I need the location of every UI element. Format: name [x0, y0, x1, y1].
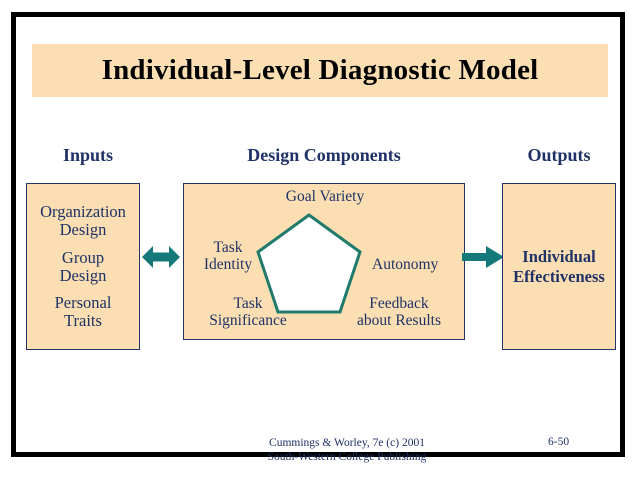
- title-band: Individual-Level Diagnostic Model: [32, 44, 608, 97]
- pentagon-shape: [256, 213, 362, 314]
- input-item-group-design: Group Design: [59, 247, 107, 285]
- outputs-box: Individual Effectiveness: [502, 183, 616, 350]
- input-item-organization-design: Organization Design: [40, 202, 126, 239]
- component-label-goal-variety: Goal Variety: [285, 188, 365, 205]
- footer-page-number: 6-50: [548, 436, 570, 448]
- column-header-inputs: Inputs: [62, 145, 114, 165]
- arrow-inputs-to-design: [142, 244, 180, 270]
- design-components-box: Goal Variety Task Identity Autonomy Task…: [183, 183, 465, 340]
- column-header-design-components: Design Components: [247, 145, 401, 165]
- component-label-task-identity: Task Identity: [203, 239, 253, 273]
- footer-credit: Cummings & Worley, 7e (c) 2001 South-Wes…: [267, 437, 427, 464]
- component-label-task-significance: Task Significance: [209, 295, 287, 329]
- component-label-autonomy: Autonomy: [372, 256, 439, 273]
- slide-frame: [11, 12, 625, 457]
- input-item-personal-traits: Personal Traits: [54, 293, 112, 331]
- page-title: Individual-Level Diagnostic Model: [101, 54, 539, 86]
- outputs-label: Individual Effectiveness: [513, 247, 605, 286]
- arrow-design-to-outputs: [462, 246, 504, 268]
- inputs-box: Organization Design Group Design Persona…: [26, 183, 140, 350]
- column-header-outputs: Outputs: [527, 145, 591, 165]
- component-label-feedback-about-results: Feedback about Results: [357, 295, 441, 329]
